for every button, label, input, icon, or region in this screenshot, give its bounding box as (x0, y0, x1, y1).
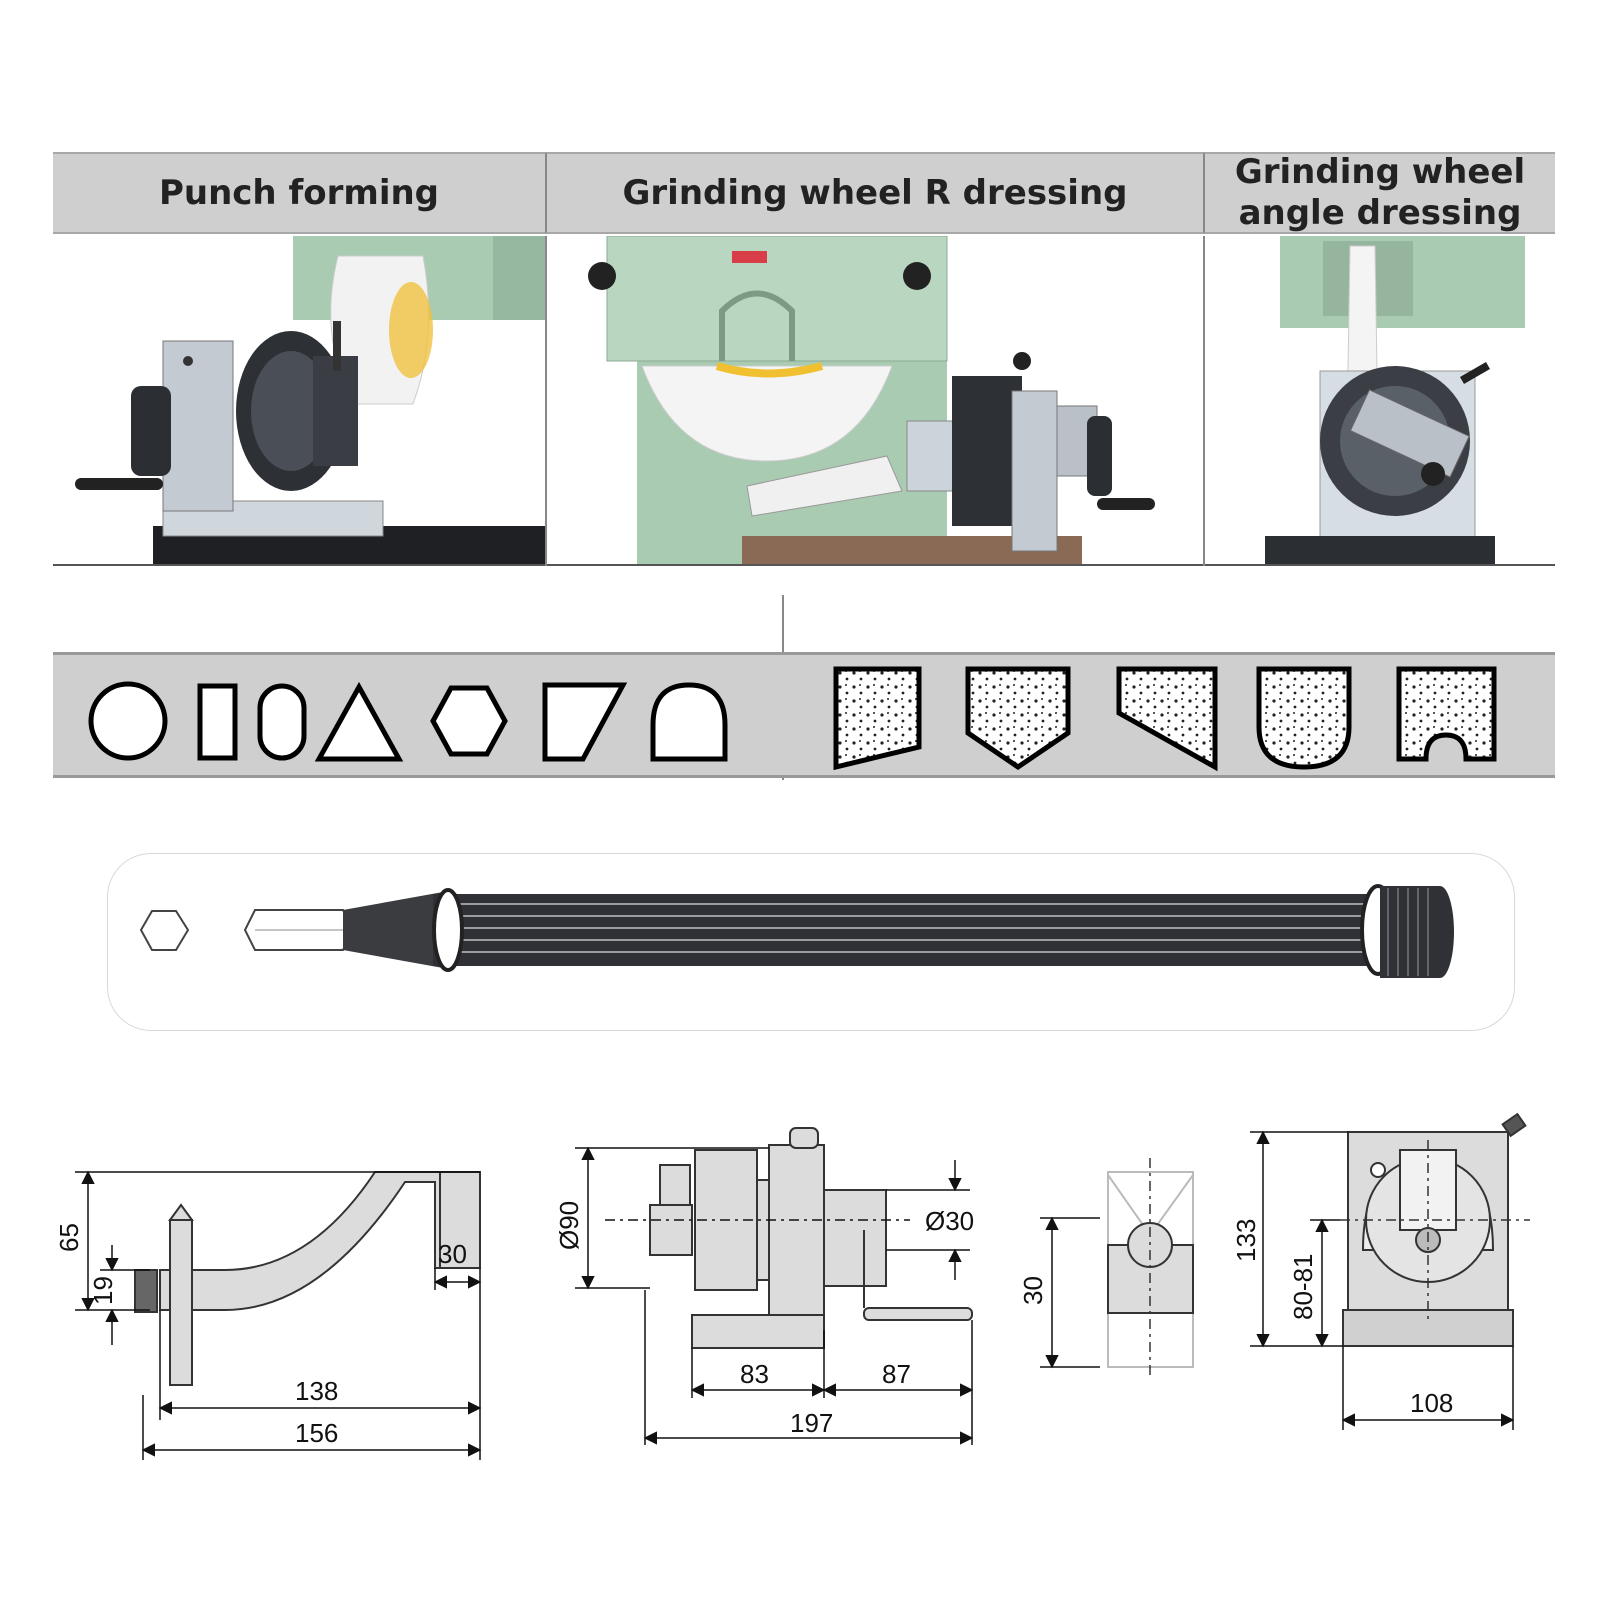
drawing-front-view (1340, 1112, 1530, 1347)
photo-separator-1 (545, 236, 547, 566)
dim-arm-19: 19 (88, 1276, 118, 1305)
photo-punch-forming (53, 236, 545, 566)
dim-front-108: 108 (1410, 1388, 1453, 1418)
tapered-collar (343, 892, 443, 968)
photo-r-dressing (547, 236, 1203, 566)
profile-radius (1256, 666, 1352, 770)
header-punch-forming-label: Punch forming (158, 172, 440, 213)
dim-fixture-197: 197 (790, 1408, 833, 1438)
profile-single-angle (833, 666, 922, 771)
header-angle-dressing-line2: angle dressing (1238, 193, 1522, 233)
header-angle-dressing: Grinding wheel angle dressing (1203, 152, 1555, 234)
drawing-fixture-side (649, 1127, 973, 1349)
shape-slot (257, 683, 307, 761)
dim-fixture-d30: Ø30 (925, 1206, 974, 1236)
fluted-bar (433, 894, 1443, 966)
profile-v-point (965, 666, 1071, 771)
shape-rectangle (197, 683, 238, 761)
dim-arm-30: 30 (438, 1239, 467, 1269)
profile-bevel (1116, 666, 1218, 772)
dim-fixture-87: 87 (882, 1359, 911, 1389)
header-angle-dressing-line1: Grinding wheel (1234, 152, 1526, 193)
hex-bar-panel (107, 853, 1515, 1031)
profile-concave-radius (1396, 666, 1497, 762)
hex-bar-illustration (139, 884, 1454, 978)
shape-arch (650, 682, 728, 762)
photo-angle-dressing (1205, 236, 1555, 566)
shape-circle (88, 681, 168, 761)
shapes-band (53, 652, 1555, 778)
dim-fixture-d90: Ø90 (554, 1201, 584, 1250)
header-r-dressing: Grinding wheel R dressing (545, 152, 1203, 234)
angle-dressing-illustration (1265, 236, 1525, 564)
header-r-dressing-label: Grinding wheel R dressing (622, 172, 1128, 213)
dim-arm-65: 65 (54, 1223, 84, 1252)
technical-drawings: 65 19 30 138 156 Ø90 Ø30 (54, 1112, 1530, 1460)
hex-end-view (139, 910, 190, 951)
drawing-v-block (1107, 1158, 1194, 1378)
dim-vblock-30: 30 (1018, 1276, 1048, 1305)
photo-separator-2 (1203, 236, 1205, 566)
shape-hexagon (430, 685, 508, 757)
shapes-svg (88, 666, 1497, 772)
dim-front-80-81: 80-81 (1288, 1254, 1318, 1321)
dim-front-133: 133 (1231, 1219, 1261, 1262)
shape-trapezoid (542, 682, 628, 762)
dim-fixture-83: 83 (740, 1359, 769, 1389)
dim-arm-156: 156 (295, 1418, 338, 1448)
r-dressing-illustration (588, 236, 1155, 564)
drawing-dresser-arm (134, 1171, 481, 1386)
dim-arm-138: 138 (295, 1376, 338, 1406)
punch-forming-illustration (75, 236, 545, 564)
header-punch-forming: Punch forming (53, 152, 545, 234)
shape-triangle (314, 681, 404, 762)
